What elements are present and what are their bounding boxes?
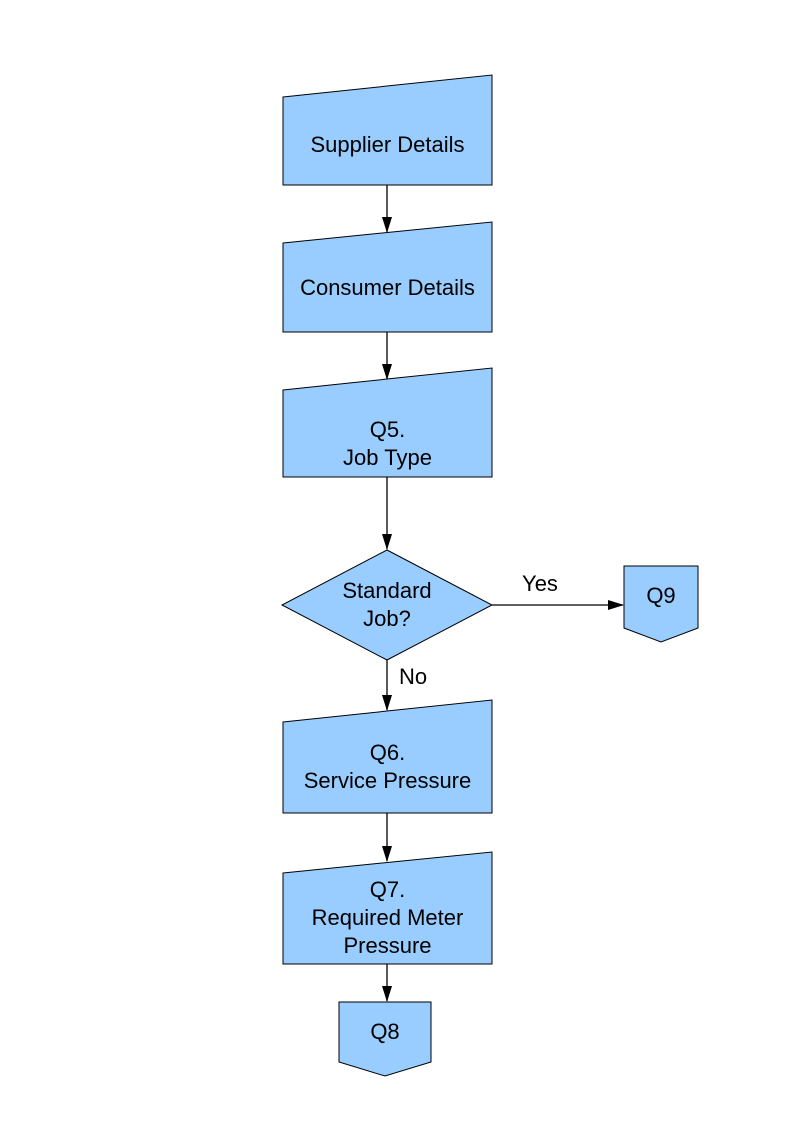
q6-service-pressure-shape	[282, 699, 493, 814]
supplier-details-shape	[282, 74, 493, 186]
q8-offpage-connector-shape	[338, 1001, 432, 1077]
q7-required-meter-pressure-shape	[282, 851, 493, 965]
consumer-details-shape	[282, 221, 493, 333]
q5-job-type-shape	[282, 367, 493, 478]
standard-job-decision-shape	[280, 549, 494, 661]
q9-offpage-connector-shape	[623, 565, 699, 643]
